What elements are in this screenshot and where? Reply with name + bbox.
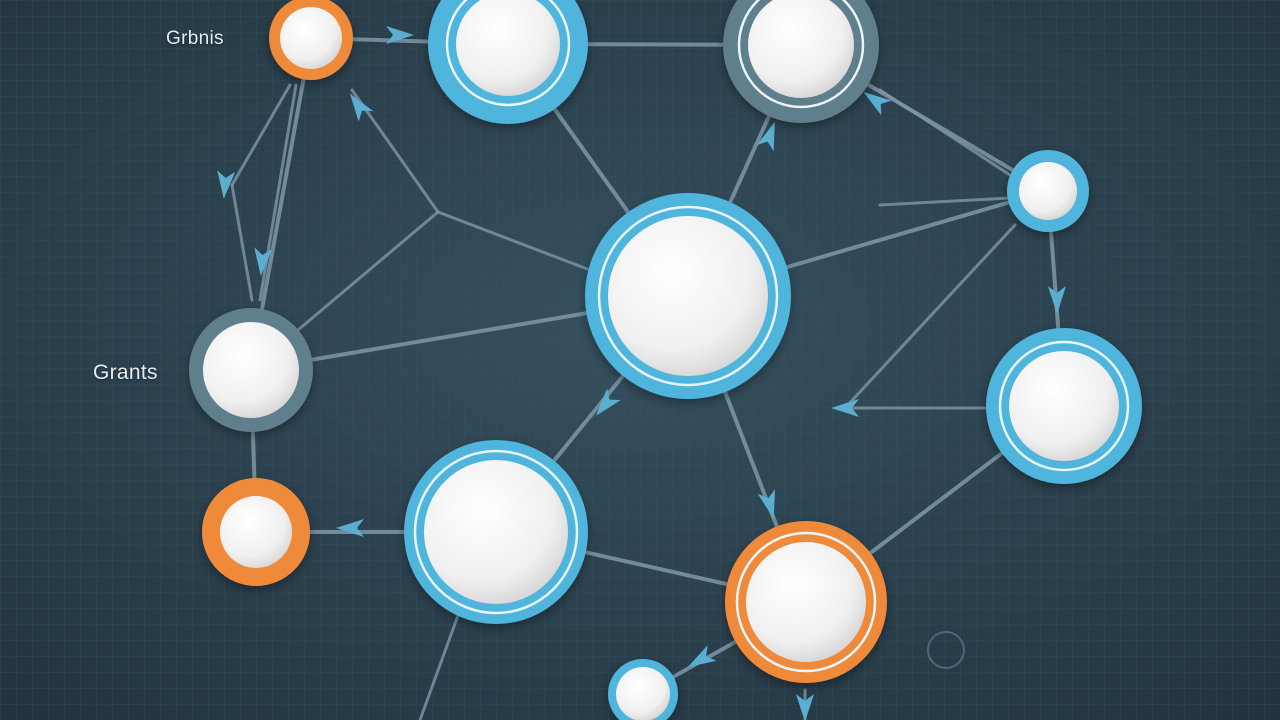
node-disc — [748, 0, 854, 98]
node-disc — [203, 322, 299, 418]
connector-line — [296, 210, 440, 332]
arrowhead-icon — [386, 26, 414, 44]
connector-line — [436, 210, 592, 272]
node-n7 — [986, 328, 1142, 484]
node-disc — [1019, 162, 1077, 220]
arrowhead-icon — [757, 489, 776, 519]
node-n8 — [202, 478, 310, 586]
node-n2 — [428, 0, 588, 124]
node-n4 — [1007, 150, 1089, 232]
arrowhead-icon — [349, 93, 374, 122]
connector-line — [843, 223, 1017, 410]
node-n5 — [585, 193, 791, 399]
arrowhead-icon — [1048, 286, 1066, 314]
arrowhead-icon — [687, 645, 717, 667]
arrowhead-icon — [596, 388, 621, 416]
node-disc — [1009, 351, 1119, 461]
arrowhead-icon — [756, 121, 775, 152]
node-disc — [608, 216, 768, 376]
connector-line — [418, 608, 462, 720]
arrowhead-icon — [863, 91, 892, 116]
node-n6 — [189, 308, 313, 432]
arrowhead-icon — [796, 694, 814, 720]
nodes — [189, 0, 1142, 720]
node-label-left: Grants — [93, 361, 158, 384]
node-label-top: Grbnis — [166, 28, 224, 49]
connector-line — [878, 88, 1012, 177]
node-n1 — [269, 0, 353, 80]
connector-line — [230, 183, 254, 302]
node-disc — [746, 542, 866, 662]
connector-line — [230, 83, 292, 187]
node-n11 — [608, 659, 678, 720]
node-inner-ring — [735, 531, 877, 673]
arrowhead-icon — [254, 247, 273, 276]
node-disc — [280, 7, 342, 69]
node-disc — [424, 460, 568, 604]
node-n10 — [725, 521, 887, 683]
node-inner-ring — [998, 340, 1130, 472]
decorative-ring — [927, 631, 965, 669]
node-inner-ring — [445, 0, 571, 107]
node-n3 — [723, 0, 879, 123]
arrows — [217, 26, 1066, 720]
node-disc — [456, 0, 560, 96]
arrowhead-icon — [831, 399, 859, 417]
node-disc — [616, 667, 670, 720]
node-inner-ring — [737, 0, 865, 109]
arrowhead-icon — [336, 519, 364, 537]
arrowhead-icon — [217, 170, 236, 199]
node-inner-ring — [597, 205, 779, 387]
node-n9 — [404, 440, 588, 624]
node-inner-ring — [413, 449, 579, 615]
node-disc — [220, 496, 292, 568]
connector-line — [878, 196, 1012, 207]
connector-line — [258, 83, 298, 302]
